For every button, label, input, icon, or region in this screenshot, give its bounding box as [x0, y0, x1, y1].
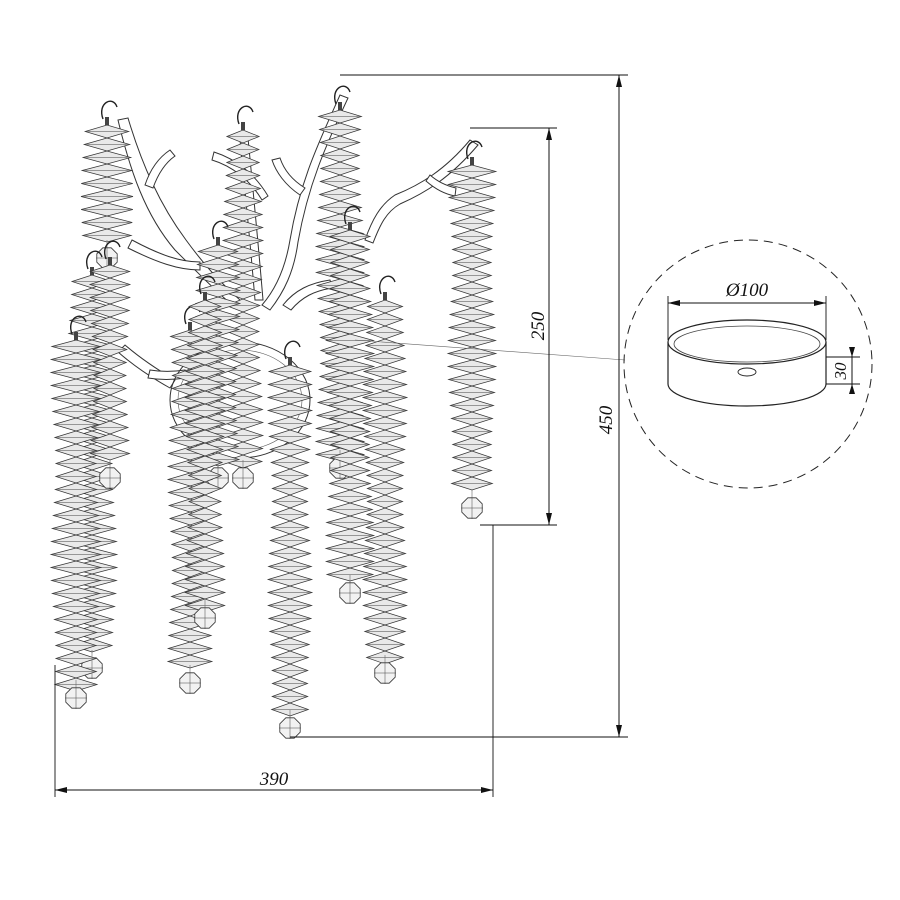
crystal-strand [266, 340, 314, 739]
base-height-label: 30 [831, 362, 850, 381]
detail-circle [623, 239, 873, 489]
crystal-strand [183, 275, 227, 629]
base-detail: Ø100 30 [623, 239, 873, 489]
base-center-hole [737, 367, 757, 377]
width-390-label: 390 [259, 769, 289, 790]
crystal-strand [221, 105, 265, 489]
width-dimension: 390 [54, 525, 494, 797]
hook-icon [284, 340, 301, 360]
short-height-dimension: 250 [470, 127, 557, 526]
hook-icon [104, 240, 121, 260]
hook-icon [379, 275, 396, 295]
hook-icon [101, 100, 118, 120]
total-height-dimension: 450 [290, 74, 628, 738]
hook-icon [334, 85, 351, 105]
height-250-label: 250 [528, 311, 549, 340]
hook-icon [344, 205, 361, 225]
hook-icon [237, 105, 254, 125]
hook-icon [199, 275, 216, 295]
crystal-strand [88, 240, 132, 489]
hook-icon [466, 140, 483, 160]
height-450-label: 450 [596, 405, 617, 434]
crystal-strand [49, 315, 103, 709]
crystal-strand [446, 140, 498, 519]
crystal-strand [324, 205, 376, 604]
hook-icon [70, 315, 87, 335]
crystal-strand [194, 220, 242, 489]
hook-icon [212, 220, 229, 240]
hook-icon [86, 250, 103, 270]
detail-leader-line [354, 339, 626, 361]
crystal-strand [361, 275, 409, 684]
crystal-strands [49, 85, 498, 739]
base-top-rim [667, 319, 827, 365]
branch-frame [117, 94, 479, 459]
diameter-label: Ø100 [725, 280, 769, 301]
